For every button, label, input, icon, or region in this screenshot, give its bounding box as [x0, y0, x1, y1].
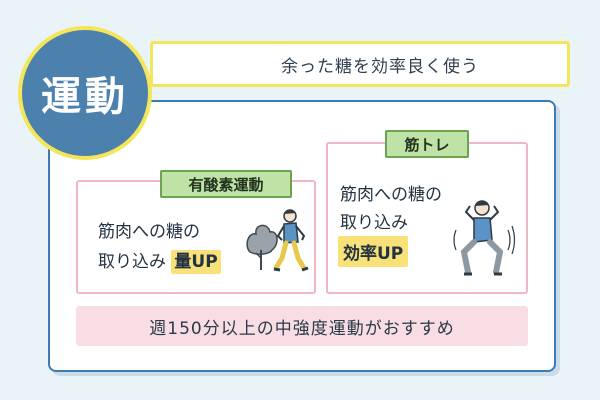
- title-badge: 運動: [18, 26, 152, 160]
- aerobic-line2: 取り込み 量UP: [98, 247, 221, 274]
- jogging-person-icon: [246, 209, 309, 272]
- muscle-line1: 筋肉への糖の: [340, 185, 442, 205]
- subtitle-banner: 余った糖を効率良く使う: [150, 41, 570, 87]
- muscle-highlight: 効率UP: [338, 236, 409, 267]
- muscle-line2: 取り込み: [340, 213, 408, 233]
- muscle-tag-label: 筋トレ: [404, 135, 450, 154]
- squat-person-icon: [453, 200, 516, 276]
- aerobic-line2-text: 取り込み: [98, 252, 166, 272]
- recommendation-bar: 週150分以上の中強度運動がおすすめ: [76, 306, 528, 346]
- aerobic-tag-label: 有酸素運動: [188, 175, 264, 194]
- aerobic-highlight: 量UP: [171, 250, 221, 274]
- aerobic-tag: 有酸素運動: [160, 170, 292, 198]
- subtitle-text: 余った糖を効率良く使う: [281, 56, 479, 77]
- recommendation-text: 週150分以上の中強度運動がおすすめ: [149, 318, 455, 339]
- title-text: 運動: [41, 74, 129, 120]
- muscle-tag: 筋トレ: [385, 130, 469, 158]
- aerobic-line1: 筋肉への糖の: [98, 222, 200, 242]
